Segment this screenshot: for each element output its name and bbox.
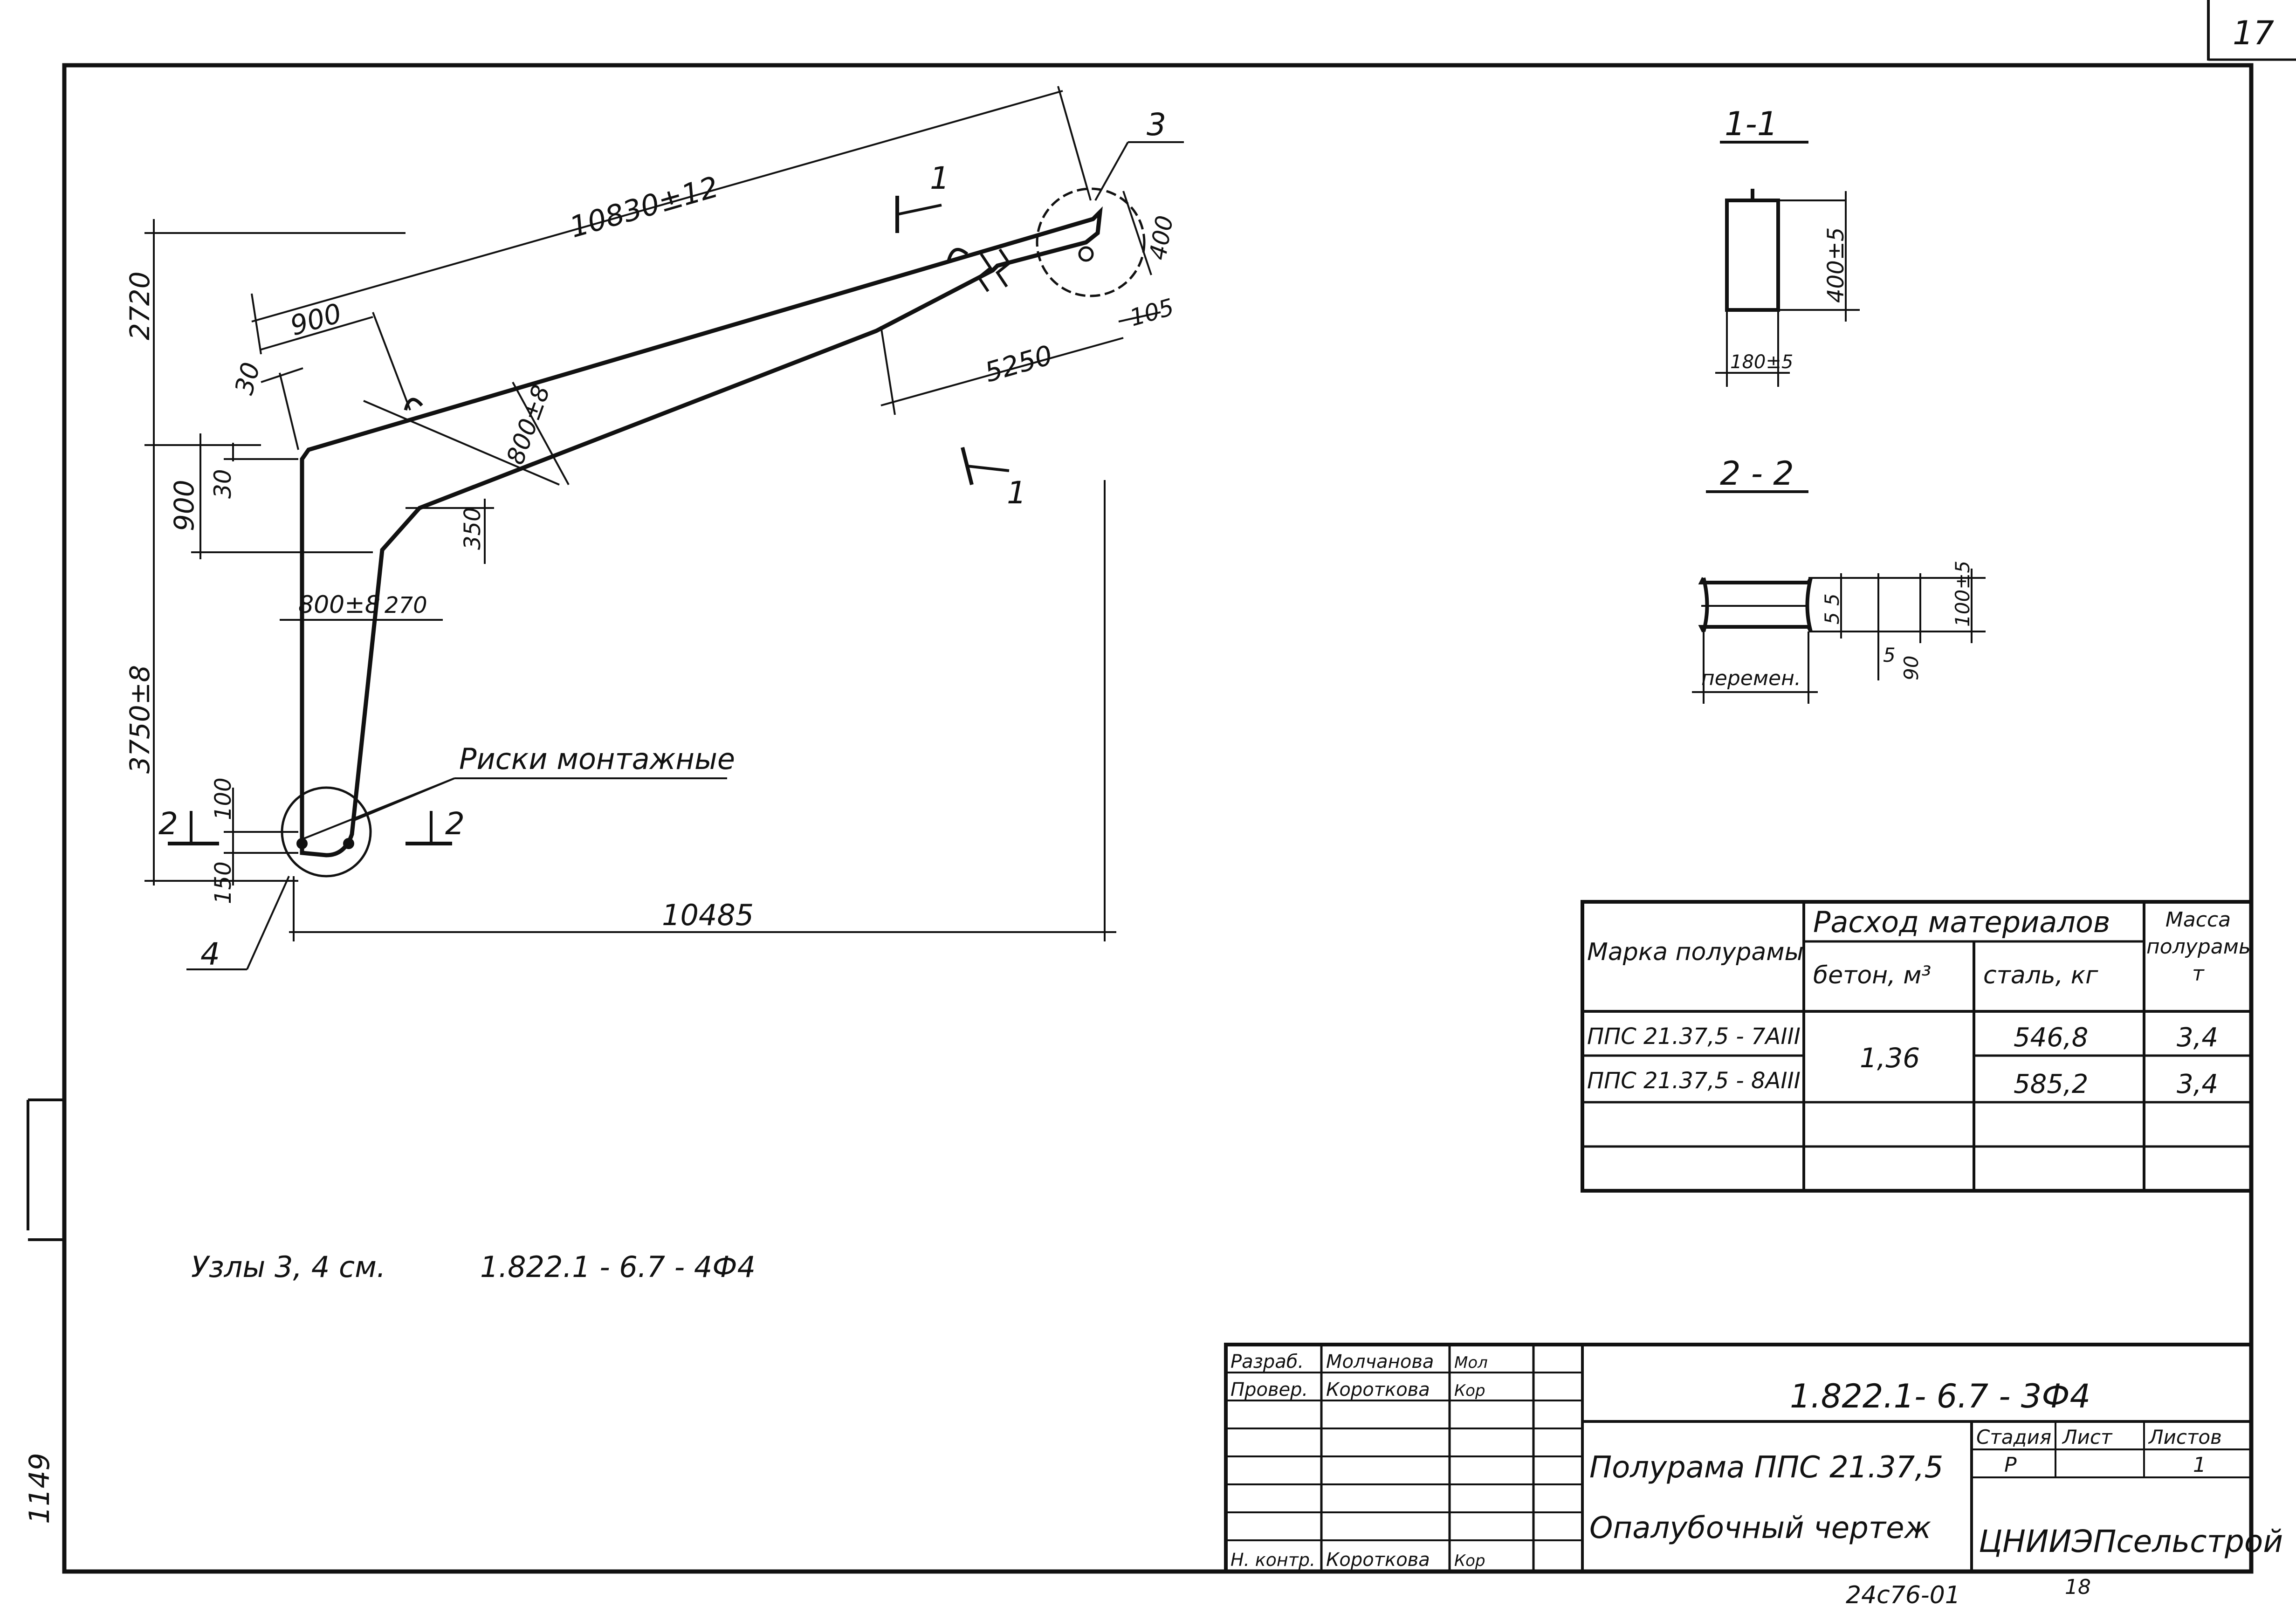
tb-sign-6: Кор [1454,1551,1485,1570]
callout-node-4: 4 [200,936,220,972]
section-2-2-dim-5c: 5 [1883,644,1896,666]
section-2-2-dim-100: 100±5 [1951,561,1974,627]
page-number: 17 [2233,14,2274,52]
sheet-frame [27,0,2296,1574]
table-header-steel: сталь, кг [1983,961,2098,989]
table-row-2-steel: 585,2 [2014,1069,2088,1099]
section-mark-2-right: 2 [445,806,465,842]
tb-role-2: Провер. [1230,1379,1308,1400]
note-installation-marks: Риски монтажные [459,742,735,776]
dim-900-left: 900 [168,480,200,531]
dim-270: 270 [385,592,427,618]
table-header-mark: Марка полурамы [1587,938,1804,966]
dim-span: 10485 [662,898,754,932]
archive-number: 24c76-01 [1846,1581,1960,1609]
tb-organization: ЦНИИЭПсельстрой [1979,1524,2283,1559]
table-header-concrete: бетон, м³ [1813,961,1931,989]
table-row-2-mass: 3,4 [2177,1069,2218,1099]
dim-5250: 5250 [981,339,1056,388]
section-1-1-height: 400±5 [1823,227,1849,303]
dim-2720: 2720 [124,271,156,340]
note-nodes-ref: 1.822.1 - 6.7 - 4Ф4 [480,1250,756,1284]
tb-sign-1: Мол [1454,1353,1488,1372]
tb-sheets-value: 1 [2193,1453,2206,1477]
dim-400: 400 [1144,213,1179,262]
table-header-consumption: Расход материалов [1813,905,2110,939]
dim-rafter-length: 10830±12 [566,170,722,245]
materials-table: Марка полурамы Расход материалов бетон, … [1581,900,2253,1193]
section-2-2-variable: перемен. [1701,666,1801,690]
section-1-1-width: 180±5 [1730,351,1793,373]
dim-900-top: 900 [287,297,345,342]
note-nodes-text: Узлы 3, 4 см. [191,1250,386,1284]
table-concrete-value: 1,36 [1860,1042,1920,1074]
archive-suffix: 18 [2065,1575,2091,1599]
dim-30-top: 30 [229,359,266,398]
tb-role-6: Н. контр. [1230,1550,1315,1570]
tb-sheets-label: Листов [2148,1426,2222,1448]
tb-name-2: Короткова [1326,1379,1430,1400]
dim-350: 350 [460,507,486,550]
table-row-1-mass: 3,4 [2177,1023,2218,1053]
dim-100: 100 [210,777,236,820]
tb-name-6: Короткова [1326,1549,1430,1571]
notes: Узлы 3, 4 см. 1.822.1 - 6.7 - 4Ф4 [191,1250,756,1284]
title-block: Разраб. Молчанова Мол Провер. Короткова … [1224,1343,2283,1573]
dim-30-left: 30 [209,469,236,499]
table-row-1-mark: ППС 21.37,5 - 7АIII [1587,1023,1801,1050]
section-2-2: 2 - 2 5 5 5 90 100±5 перемен. [1692,454,1986,704]
tb-sheet-label: Лист [2062,1426,2113,1448]
section-1-1: 1-1 400±5 180±5 [1715,105,1860,387]
dim-haunch-800: 800±8 [502,382,556,468]
section-2-2-dim-5b: 5 [1821,612,1843,625]
dim-105: 105 [1127,293,1177,331]
dim-column-800: 800±8 [298,591,380,619]
section-2-2-title: 2 - 2 [1720,454,1794,493]
section-mark-1-top: 1 [930,160,949,196]
tb-title-line2: Опалубочный чертеж [1589,1511,1931,1545]
tb-sign-2: Кор [1454,1381,1485,1400]
tb-doc-code: 1.822.1- 6.7 - 3Ф4 [1790,1377,2090,1415]
section-2-2-dim-5a: 5 [1821,593,1843,606]
tb-title-line1: Полурама ППС 21.37,5 [1589,1450,1943,1485]
section-mark-2-left: 2 [158,806,178,842]
tb-role-1: Разраб. [1230,1351,1304,1373]
table-header-mass: Масса полурамы, т [2146,908,2250,986]
tb-stage-value: Р [2004,1453,2017,1477]
section-2-2-dim-90: 90 [1900,656,1923,680]
half-frame-outline [300,206,1103,858]
tb-name-1: Молчанова [1326,1351,1434,1373]
node-3-circle [1036,187,1146,297]
table-row-1-steel: 546,8 [2014,1023,2088,1053]
margin-note: 1149 [23,1453,56,1524]
table-row-2-mark: ППС 21.37,5 - 8АIII [1587,1068,1801,1094]
section-mark-1-bottom: 1 [1007,475,1026,511]
section-1-1-title: 1-1 [1725,105,1778,143]
tb-stage-label: Стадия [1976,1426,2051,1448]
half-frame-elevation: 10830±12 900 30 2720 900 30 3750±8 100 1… [124,86,1184,972]
callout-node-3: 3 [1147,107,1166,143]
dim-150: 150 [210,861,236,904]
table-header-mass-box: Масса полурамы, т [2146,908,2250,986]
dim-3750: 3750±8 [124,665,156,774]
